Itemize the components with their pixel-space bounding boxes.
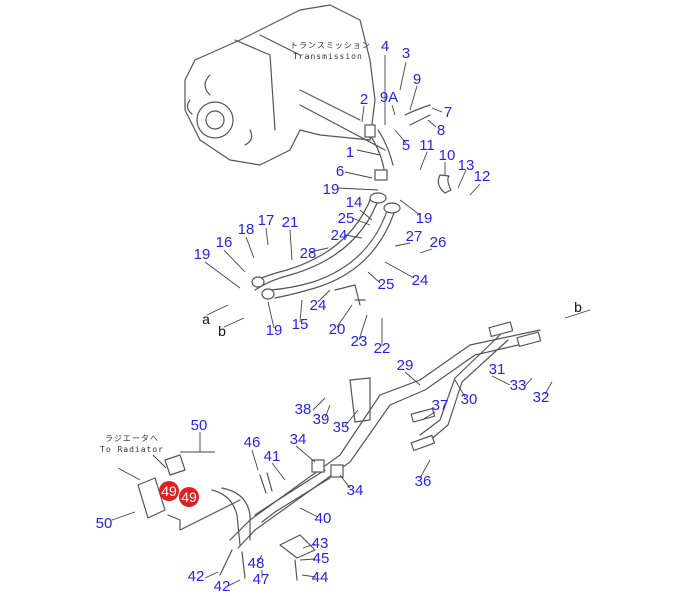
radiator-caption-jp: ラジエータへ bbox=[105, 434, 159, 443]
part-label[interactable]: 41 bbox=[264, 448, 281, 465]
part-label[interactable]: 21 bbox=[282, 214, 299, 231]
part-label[interactable]: 19 bbox=[194, 246, 211, 263]
part-label[interactable]: 2 bbox=[360, 91, 368, 108]
part-label[interactable]: 24 bbox=[412, 272, 429, 289]
highlighted-part-49a[interactable]: 49 bbox=[159, 481, 179, 501]
part-label[interactable]: 14 bbox=[346, 194, 363, 211]
arrow-label-b-right: b bbox=[574, 299, 582, 315]
highlighted-part-49b[interactable]: 49 bbox=[179, 487, 199, 507]
part-label[interactable]: 45 bbox=[313, 550, 330, 567]
transmission-caption-jp: トランスミッション bbox=[290, 41, 371, 50]
part-label[interactable]: 22 bbox=[374, 340, 391, 357]
part-label[interactable]: 6 bbox=[336, 163, 344, 180]
part-label[interactable]: 16 bbox=[216, 234, 233, 251]
part-label[interactable]: 27 bbox=[406, 228, 423, 245]
part-label[interactable]: 19 bbox=[266, 322, 283, 339]
part-label[interactable]: 10 bbox=[439, 147, 456, 164]
part-label[interactable]: 9A bbox=[380, 89, 398, 106]
part-label[interactable]: 33 bbox=[510, 377, 527, 394]
part-label[interactable]: 1 bbox=[346, 144, 354, 161]
part-label[interactable]: 17 bbox=[258, 212, 275, 229]
transmission-caption-en: Transmission bbox=[293, 52, 363, 61]
arrow-label-b: b bbox=[218, 323, 226, 339]
part-label[interactable]: 50 bbox=[96, 515, 113, 532]
part-label[interactable]: 28 bbox=[300, 245, 317, 262]
part-label[interactable]: 12 bbox=[474, 168, 491, 185]
part-label[interactable]: 5 bbox=[402, 137, 410, 154]
part-label[interactable]: 29 bbox=[397, 357, 414, 374]
highlight-circle bbox=[159, 481, 179, 501]
part-label[interactable]: 4 bbox=[381, 38, 389, 55]
part-label[interactable]: 18 bbox=[238, 221, 255, 238]
part-label[interactable]: 48 bbox=[248, 555, 265, 572]
part-label[interactable]: 25 bbox=[378, 276, 395, 293]
part-label[interactable]: 44 bbox=[312, 569, 329, 586]
highlighted-part-label: 49 bbox=[181, 489, 197, 505]
part-label[interactable]: 15 bbox=[292, 316, 309, 333]
part-label[interactable]: 47 bbox=[253, 571, 270, 588]
upper-hoses bbox=[251, 104, 452, 306]
part-label[interactable]: 35 bbox=[333, 419, 350, 436]
part-label[interactable]: 25 bbox=[338, 210, 355, 227]
part-label[interactable]: 32 bbox=[533, 389, 550, 406]
transmission-drawing bbox=[184, 4, 386, 166]
lower-pipes bbox=[137, 321, 542, 581]
part-label[interactable]: 19 bbox=[416, 210, 433, 227]
part-label[interactable]: 7 bbox=[444, 104, 452, 121]
part-label[interactable]: 34 bbox=[290, 431, 307, 448]
part-label[interactable]: 20 bbox=[329, 321, 346, 338]
part-label[interactable]: 34 bbox=[347, 482, 364, 499]
part-label[interactable]: 42 bbox=[188, 568, 205, 585]
part-label[interactable]: 23 bbox=[351, 333, 368, 350]
part-label[interactable]: 42 bbox=[214, 578, 231, 595]
part-label[interactable]: 40 bbox=[315, 510, 332, 527]
part-label[interactable]: 24 bbox=[331, 227, 348, 244]
part-label[interactable]: 8 bbox=[437, 122, 445, 139]
part-label[interactable]: 24 bbox=[310, 297, 327, 314]
part-label[interactable]: 37 bbox=[432, 397, 449, 414]
radiator-caption-en: To Radiator bbox=[100, 445, 164, 454]
part-label[interactable]: 26 bbox=[430, 234, 447, 251]
part-label[interactable]: 38 bbox=[295, 401, 312, 418]
part-label[interactable]: 31 bbox=[489, 361, 506, 378]
part-label[interactable]: 19 bbox=[323, 181, 340, 198]
highlighted-part-label: 49 bbox=[161, 483, 177, 499]
part-label[interactable]: 13 bbox=[458, 157, 475, 174]
part-label[interactable]: 11 bbox=[419, 137, 435, 154]
part-label[interactable]: 43 bbox=[312, 535, 329, 552]
part-label[interactable]: 39 bbox=[313, 411, 330, 428]
part-label[interactable]: 50 bbox=[191, 417, 208, 434]
part-label[interactable]: 46 bbox=[244, 434, 261, 451]
part-label[interactable]: 30 bbox=[461, 391, 478, 408]
leader-lines bbox=[111, 55, 591, 587]
part-labels: 4 3 9 9A 2 7 8 5 11 1 10 13 12 6 19 14 1… bbox=[96, 38, 550, 595]
highlight-circle bbox=[179, 487, 199, 507]
part-label[interactable]: 36 bbox=[415, 473, 432, 490]
part-label[interactable]: 3 bbox=[402, 45, 410, 62]
part-label[interactable]: 9 bbox=[413, 71, 421, 88]
arrow-label-a: a bbox=[202, 311, 210, 327]
